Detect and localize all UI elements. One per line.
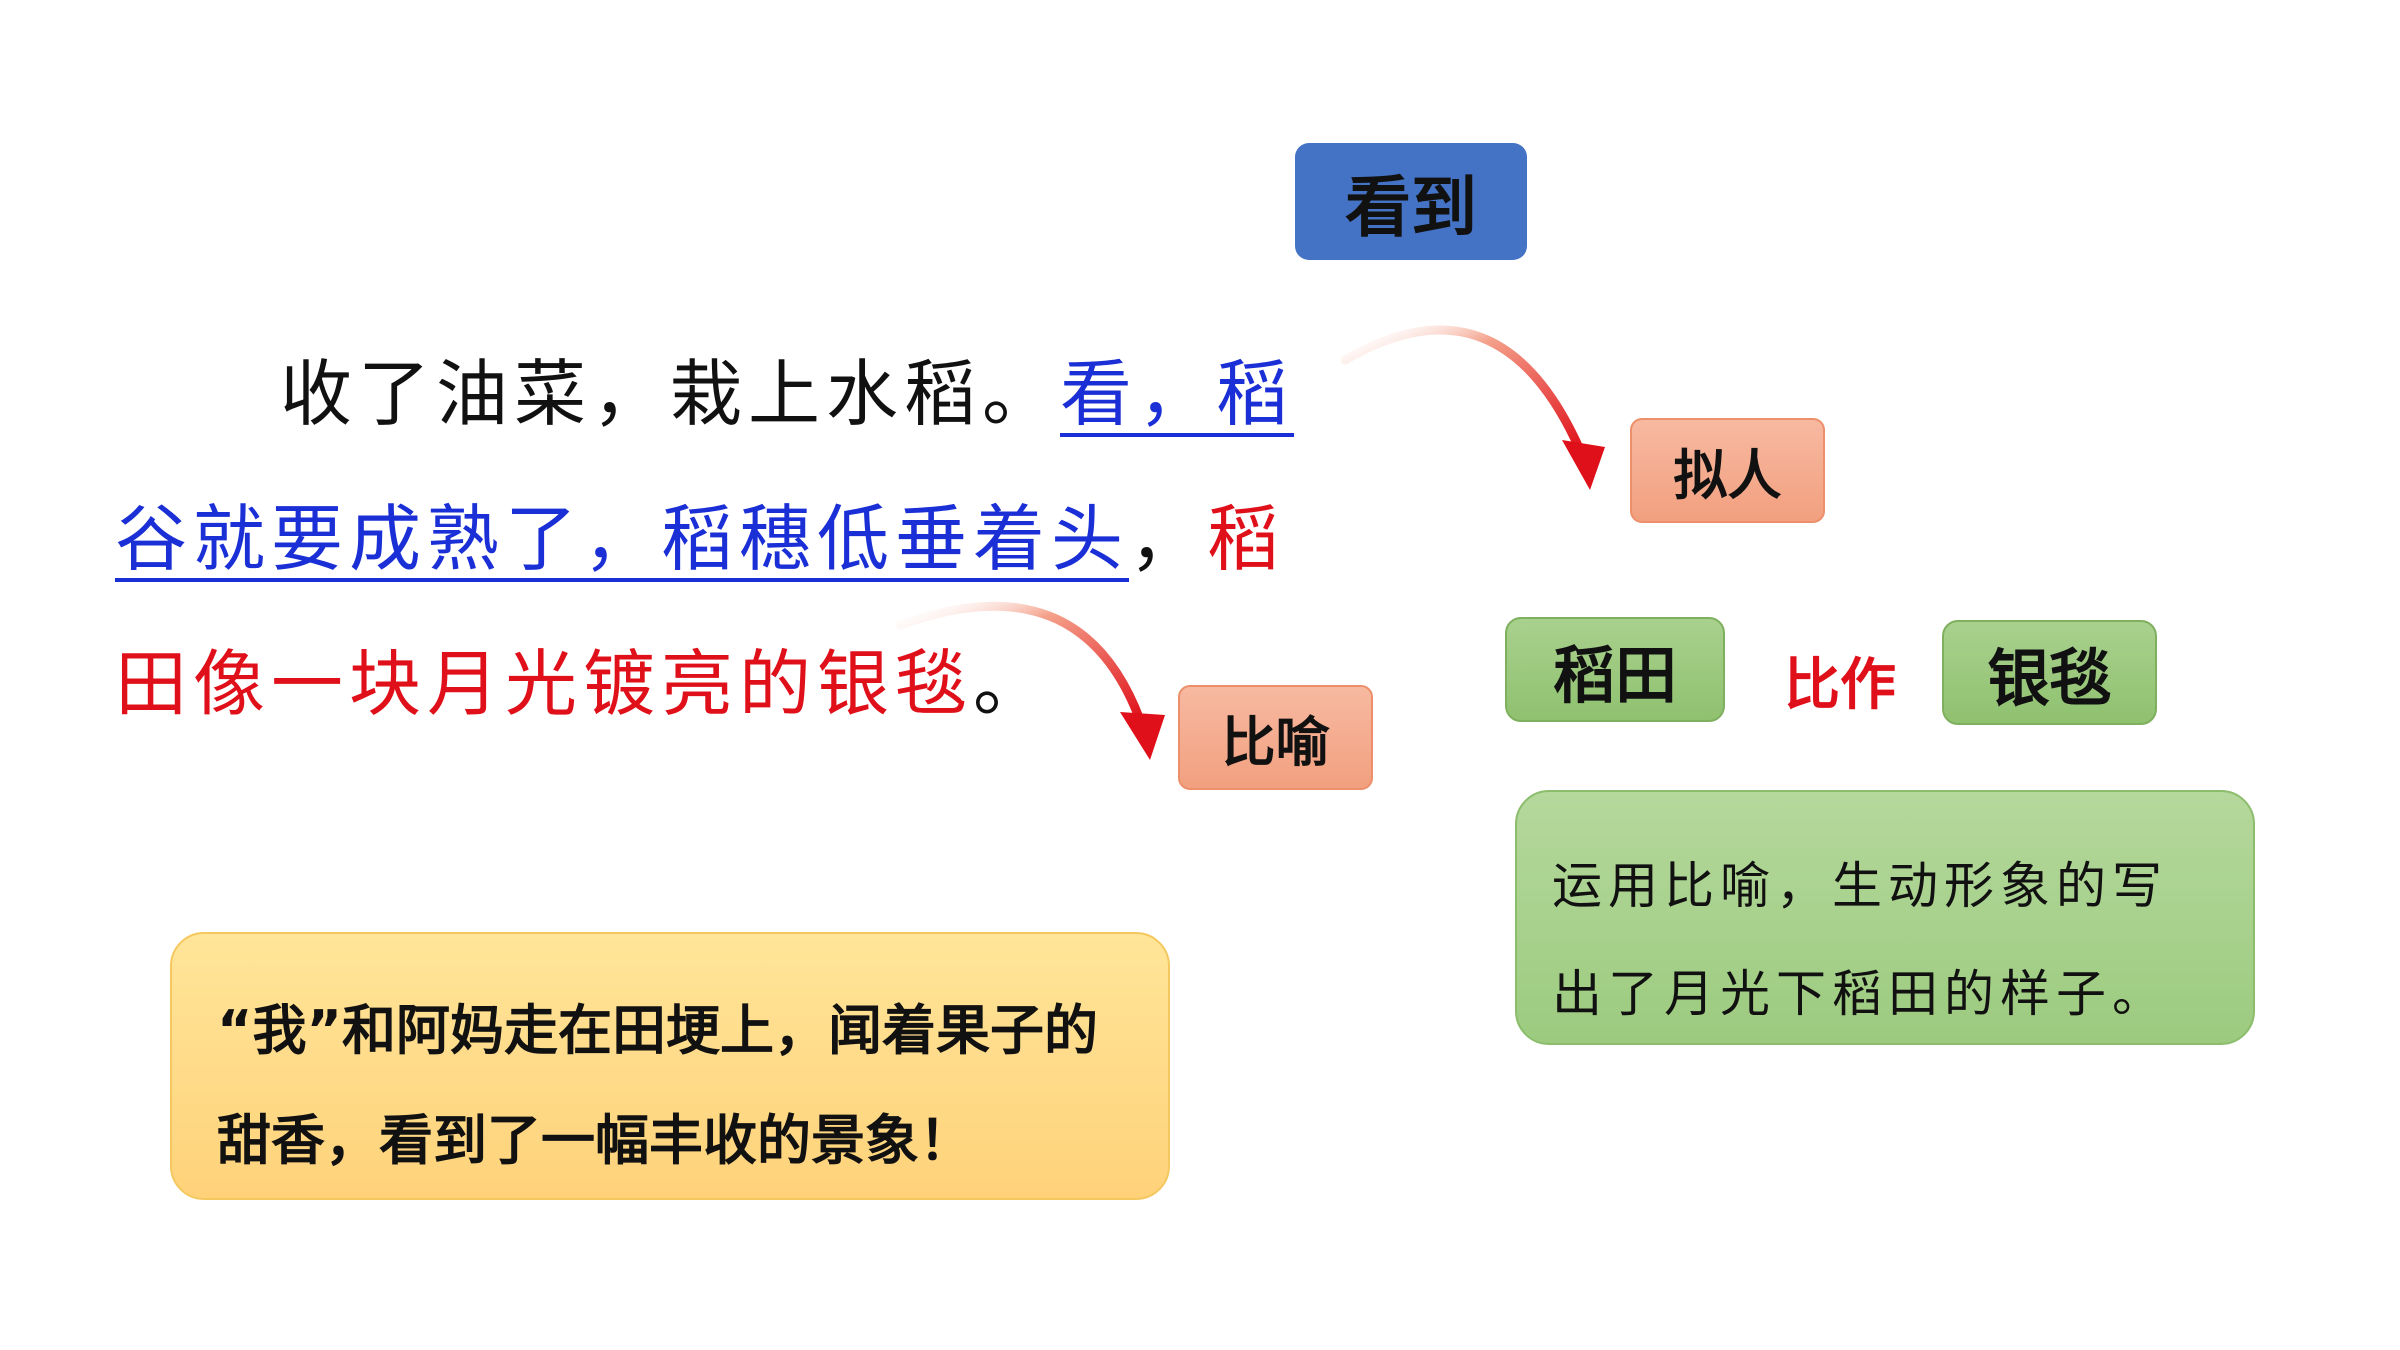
metaphor-tag: 比喻 — [1178, 685, 1373, 790]
passage-plain: 收了油菜，栽上水稻。 — [280, 352, 1061, 436]
comparison-right-box: 银毯 — [1942, 620, 2157, 725]
comparison-middle-word: 比作 — [1784, 652, 1896, 718]
passage-comma: ， — [1129, 497, 1208, 581]
passage-underlined: 看，稻谷就要成熟了，稻穗低垂着头 — [115, 352, 1295, 581]
arrow-to-personification — [1340, 325, 1605, 490]
comparison-left-box: 稻田 — [1505, 617, 1725, 722]
passage-red: 稻田像一块月光镀亮的银毯 — [115, 497, 1286, 726]
metaphor-explanation-note: 运用比喻，生动形象的写出了月光下稻田的样子。 — [1515, 790, 2255, 1045]
title-box: 看到 — [1295, 143, 1527, 260]
passage-text: 收了油菜，栽上水稻。看，稻谷就要成熟了，稻穗低垂着头，稻田像一块月光镀亮的银毯。 — [115, 322, 1355, 757]
passage-period: 。 — [973, 642, 1052, 726]
personification-tag: 拟人 — [1630, 418, 1825, 523]
summary-note: “我”和阿妈走在田埂上，闻着果子的甜香，看到了一幅丰收的景象！ — [170, 932, 1170, 1200]
